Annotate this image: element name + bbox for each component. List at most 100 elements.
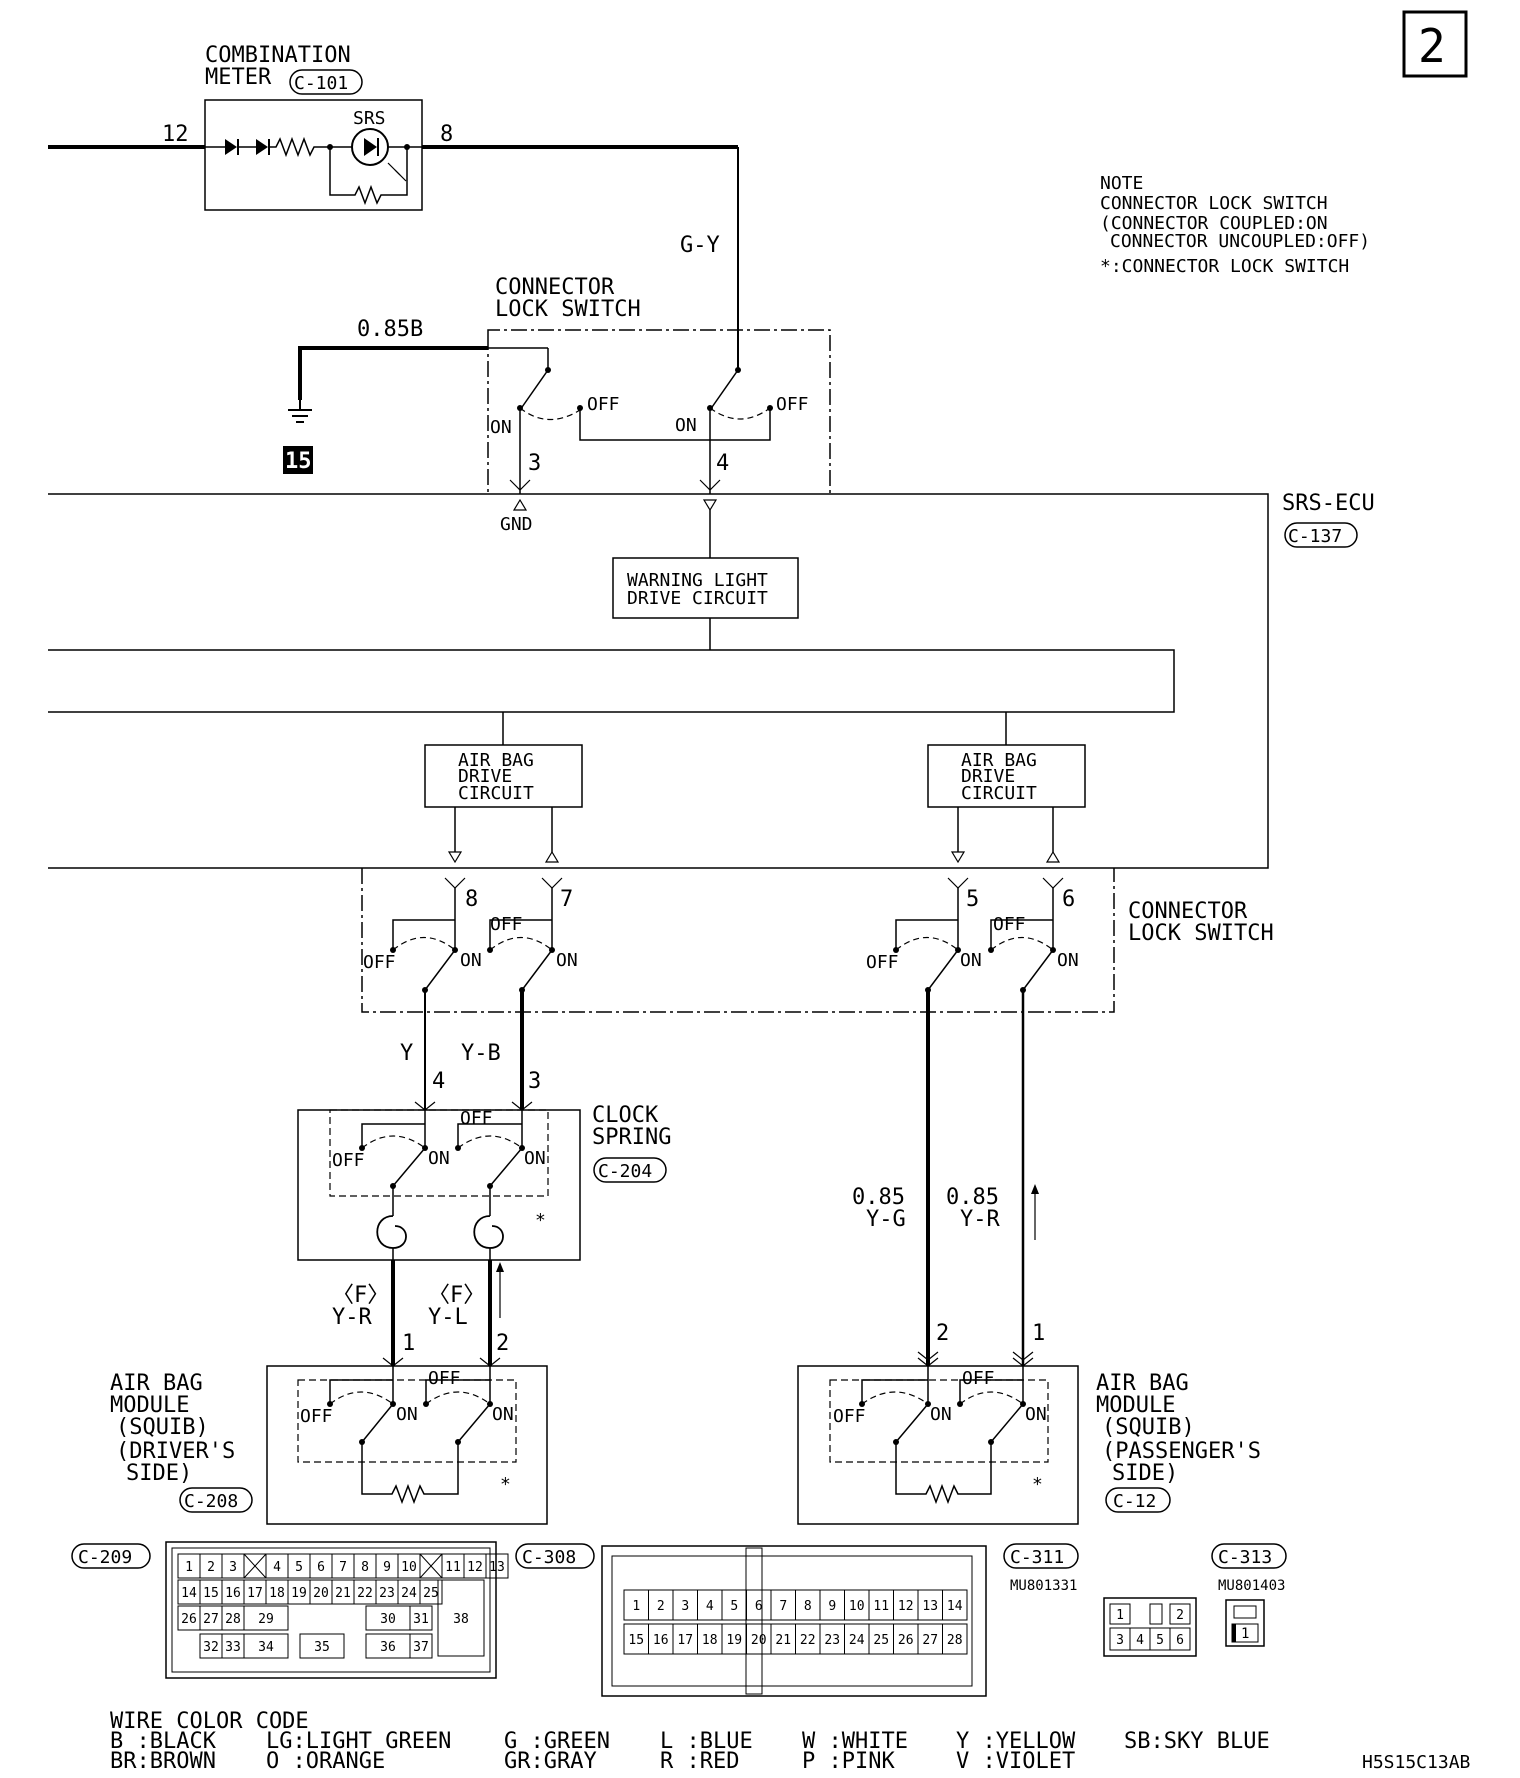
driver-airbag-module: AIR BAG MODULE (SQUIB) (DRIVER'S SIDE) C… (110, 1365, 548, 1525)
c311-pin: 6 (1176, 1633, 1184, 1648)
legend-item: B :BLACK (110, 1729, 217, 1754)
meter-connector: C-101 (294, 73, 348, 94)
c209-pin: 9 (383, 1560, 391, 1575)
legend-item: L :BLUE (660, 1729, 753, 1754)
passenger-module-5: SIDE) (1112, 1461, 1178, 1486)
c308-pin: 2 (657, 1599, 665, 1614)
c209-pin: 26 (181, 1612, 197, 1627)
legend-item: LG:LIGHT GREEN (266, 1729, 451, 1754)
driver-module-box (266, 1365, 548, 1525)
adc-right-3: CIRCUIT (961, 783, 1037, 804)
c209-pin: 27 (203, 1612, 219, 1627)
c308-pin: 7 (779, 1599, 787, 1614)
c308-pin: 16 (653, 1633, 669, 1648)
c209-cell (243, 1633, 289, 1659)
cs-sw1-on: ON (428, 1148, 450, 1169)
pass-wire-color-b: Y-R (960, 1207, 1000, 1232)
c209-pin: 5 (295, 1560, 303, 1575)
legend-item: Y :YELLOW (956, 1729, 1076, 1754)
top-sw2-on: ON (675, 415, 697, 436)
driver-module-4: (DRIVER'S (116, 1439, 235, 1464)
c308-pin: 6 (755, 1599, 763, 1614)
c209-pin: 6 (317, 1560, 325, 1575)
c209-pin: 22 (357, 1586, 373, 1601)
c209-pin: 24 (401, 1586, 417, 1601)
c308-pin: 14 (947, 1599, 963, 1614)
mid-sw2-on: ON (556, 950, 578, 971)
c308-pin: 12 (898, 1599, 914, 1614)
adc-left-2: DRIVE (458, 766, 512, 787)
passenger-module-3: (SQUIB) (1102, 1415, 1195, 1440)
legend-item: GR:GRAY (504, 1749, 597, 1774)
legend-item: BR:BROWN (110, 1749, 216, 1774)
squib-resistor-icon (895, 1442, 992, 1505)
warning-circuit-line2: DRIVE CIRCUIT (627, 588, 768, 609)
c209-pin: 28 (225, 1612, 241, 1627)
driver-module-3: (SQUIB) (116, 1415, 209, 1440)
mid-sw2-off: OFF (490, 914, 523, 935)
passenger-module-2: MODULE (1096, 1393, 1175, 1418)
c308-pin: 9 (828, 1599, 836, 1614)
adc-right-2: DRIVE (961, 766, 1015, 787)
c311-pin: 5 (1156, 1633, 1164, 1648)
mid-sw3-on: ON (960, 950, 982, 971)
c209-pin: 33 (225, 1640, 241, 1655)
pass-wire-size-a: 0.85 (852, 1185, 905, 1210)
ecu-pin-5: 5 (966, 887, 979, 912)
clock-spring-title-2: SPRING (592, 1125, 671, 1150)
c209-pin: 13 (489, 1560, 505, 1575)
top-sw1-on: ON (490, 417, 512, 438)
srs-ecu-title: SRS-ECU (1282, 491, 1375, 516)
c308-pin: 19 (726, 1633, 742, 1648)
legend-title: WIRE COLOR CODE (110, 1709, 309, 1734)
c311-pin: 1 (1116, 1608, 1124, 1623)
wire-label-g-y: G-Y (680, 233, 720, 258)
driver-wire-b: Y-L (428, 1305, 468, 1330)
c209-cell (485, 1553, 509, 1579)
c311-cell (1169, 1627, 1191, 1651)
clock-spring-box (297, 1109, 581, 1261)
note-line4: *:CONNECTOR LOCK SWITCH (1100, 256, 1349, 277)
cs-sw2-on: ON (524, 1148, 546, 1169)
top-pin-4: 4 (716, 451, 729, 476)
meter-box (204, 99, 423, 211)
dm-sw2-on: ON (492, 1404, 514, 1425)
legend-item: SB:SKY BLUE (1124, 1729, 1270, 1754)
c209-pin: 18 (269, 1586, 285, 1601)
meter-title: COMBINATION (205, 43, 351, 68)
c308-pin: 27 (922, 1633, 938, 1648)
c308-pin: 20 (751, 1633, 767, 1648)
driver-wire-tag-b: 〈F〉 (428, 1283, 485, 1308)
c308-cell (942, 1623, 968, 1655)
ground-wire-label: 0.85B (357, 317, 423, 342)
c209-pin: 8 (361, 1560, 369, 1575)
clock-spring-connector: C-204 (598, 1161, 652, 1182)
top-lock-switch-title-2: LOCK SWITCH (495, 297, 641, 322)
c313-part: MU801403 (1218, 1578, 1285, 1594)
c308-pin: 18 (702, 1633, 718, 1648)
c308-pin: 22 (800, 1633, 816, 1648)
c313-id: C-313 (1218, 1547, 1272, 1568)
passenger-module-box (797, 1365, 1079, 1525)
dm-sw2-off: OFF (428, 1368, 461, 1389)
driver-pin-1: 1 (402, 1331, 415, 1356)
c308-pin: 17 (677, 1633, 693, 1648)
c311-id: C-311 (1010, 1547, 1064, 1568)
c209-pin: 20 (313, 1586, 329, 1601)
srs-ecu: SRS-ECU C-137 GND WARNING LIGHT DRIVE CI… (48, 491, 1375, 869)
cs-star: * (535, 1210, 546, 1231)
wire-label-y: Y (400, 1041, 413, 1066)
c209-cell (419, 1579, 443, 1605)
air-bag-drive-circuit-left (424, 744, 583, 808)
c308-pin: 1 (632, 1599, 640, 1614)
pm-sw1-off: OFF (833, 1406, 866, 1427)
passenger-module-connector: C-12 (1113, 1491, 1156, 1512)
pm-sw1-on: ON (930, 1404, 952, 1425)
pm-sw2-on: ON (1025, 1404, 1047, 1425)
c209-cell (243, 1605, 289, 1631)
c209-pin: 29 (258, 1612, 274, 1627)
air-bag-drive-circuit-right (927, 744, 1086, 808)
